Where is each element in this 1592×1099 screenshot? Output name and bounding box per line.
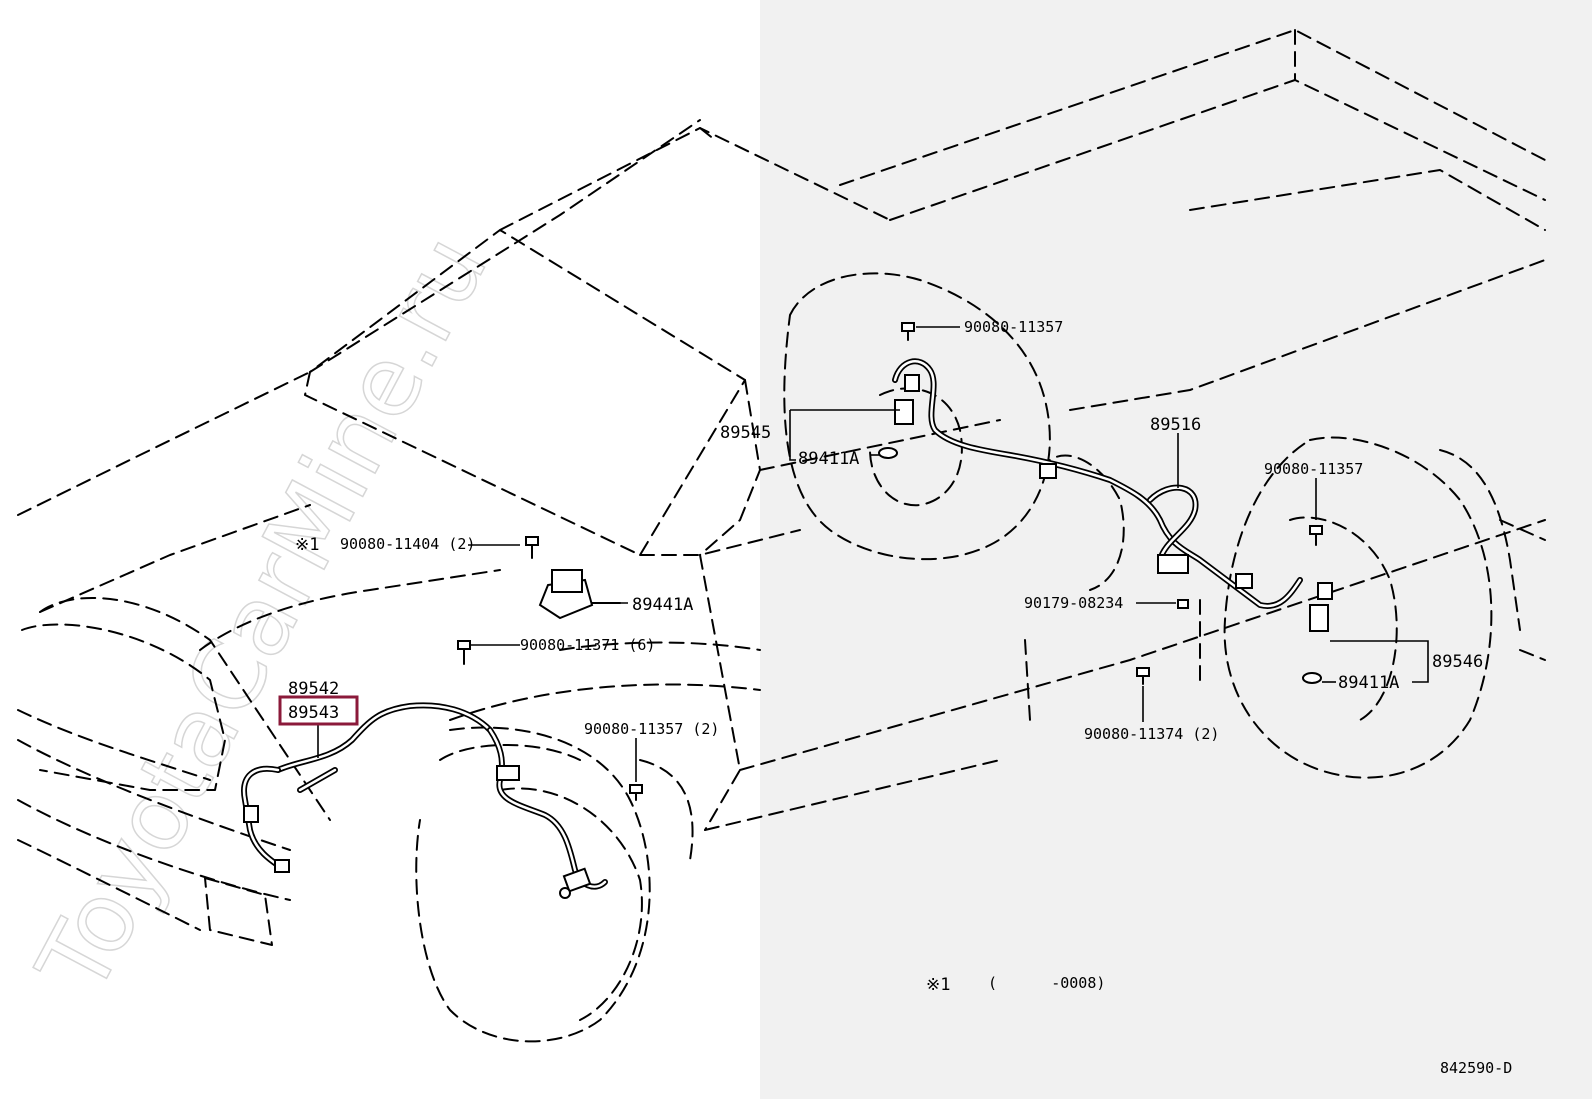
callout-90080-11357-rear-right[interactable]: 90080-11357 bbox=[1264, 460, 1363, 478]
callout-89516[interactable]: 89516 bbox=[1150, 415, 1201, 435]
bolts bbox=[457, 322, 1323, 801]
connector-icon bbox=[1317, 582, 1333, 600]
front-right-harness bbox=[241, 702, 493, 873]
bolt-icon bbox=[1309, 525, 1323, 546]
callout-89543[interactable]: 89543 bbox=[288, 703, 339, 723]
sensor-tip-icon bbox=[559, 887, 571, 899]
callout-90179-08234[interactable]: 90179-08234 bbox=[1024, 594, 1123, 612]
connector-icon bbox=[904, 374, 920, 392]
rear-speed-sensor-icon bbox=[1309, 604, 1329, 632]
bolt-icon bbox=[629, 784, 643, 801]
rear-speed-sensor-icon bbox=[894, 399, 914, 425]
bolt-icon bbox=[457, 640, 471, 665]
callout-89411A-right[interactable]: 89411A bbox=[1338, 673, 1399, 693]
rear-right-sensor-89546 bbox=[1302, 582, 1333, 684]
o-ring-icon bbox=[1302, 672, 1322, 684]
front-speed-sensor-icon bbox=[562, 867, 592, 893]
callout-90080-11357-rear-left[interactable]: 90080-11357 bbox=[964, 318, 1063, 336]
rear-left-sensor-89545 bbox=[878, 374, 920, 459]
rear-harness-89516 bbox=[892, 358, 1303, 609]
vehicle-outline bbox=[17, 29, 1546, 1043]
callout-90080-11374[interactable]: 90080-11374 (2) bbox=[1084, 725, 1219, 743]
clamp-icon bbox=[496, 765, 520, 781]
callout-90080-11357-front[interactable]: 90080-11357 (2) bbox=[584, 720, 719, 738]
highlight-box bbox=[278, 695, 359, 726]
o-ring-icon bbox=[878, 447, 898, 459]
clamp-icon bbox=[1039, 463, 1057, 479]
callout-90080-11371[interactable]: 90080-11371 (6) bbox=[520, 636, 655, 654]
callout-89546[interactable]: 89546 bbox=[1432, 652, 1483, 672]
diagram-code: 842590-D bbox=[1440, 1059, 1512, 1077]
front-left-harness bbox=[487, 727, 608, 899]
footnote-range: ( -0008) bbox=[988, 974, 1105, 992]
callouts: 89542 89543 ※1 90080-11404 (2) 89441A 90… bbox=[278, 318, 1483, 743]
bolt-icon bbox=[1177, 599, 1189, 609]
leader-lines bbox=[317, 326, 1429, 782]
bolt-icon bbox=[901, 322, 915, 341]
shaded-panel bbox=[760, 0, 1592, 1099]
connector-icon bbox=[243, 805, 259, 823]
callout-89441A[interactable]: 89441A bbox=[632, 595, 693, 615]
callout-89411A-left[interactable]: 89411A bbox=[798, 449, 859, 469]
footnote-mark: ※1 bbox=[926, 975, 950, 995]
watermark: ToyotaCarMine.ru bbox=[16, 218, 509, 1012]
callout-89542[interactable]: 89542 bbox=[288, 679, 339, 699]
bolt-icon bbox=[525, 536, 539, 559]
footnote-mark: ※1 bbox=[295, 535, 319, 555]
connector-bracket-icon bbox=[1157, 554, 1189, 574]
clamp-icon bbox=[1235, 573, 1253, 589]
actuator-89441A bbox=[538, 569, 621, 620]
connector-icon bbox=[274, 859, 290, 873]
callout-89545[interactable]: 89545 bbox=[720, 423, 771, 443]
bolt-icon bbox=[1136, 667, 1150, 685]
callout-90080-11404[interactable]: 90080-11404 (2) bbox=[340, 535, 475, 553]
